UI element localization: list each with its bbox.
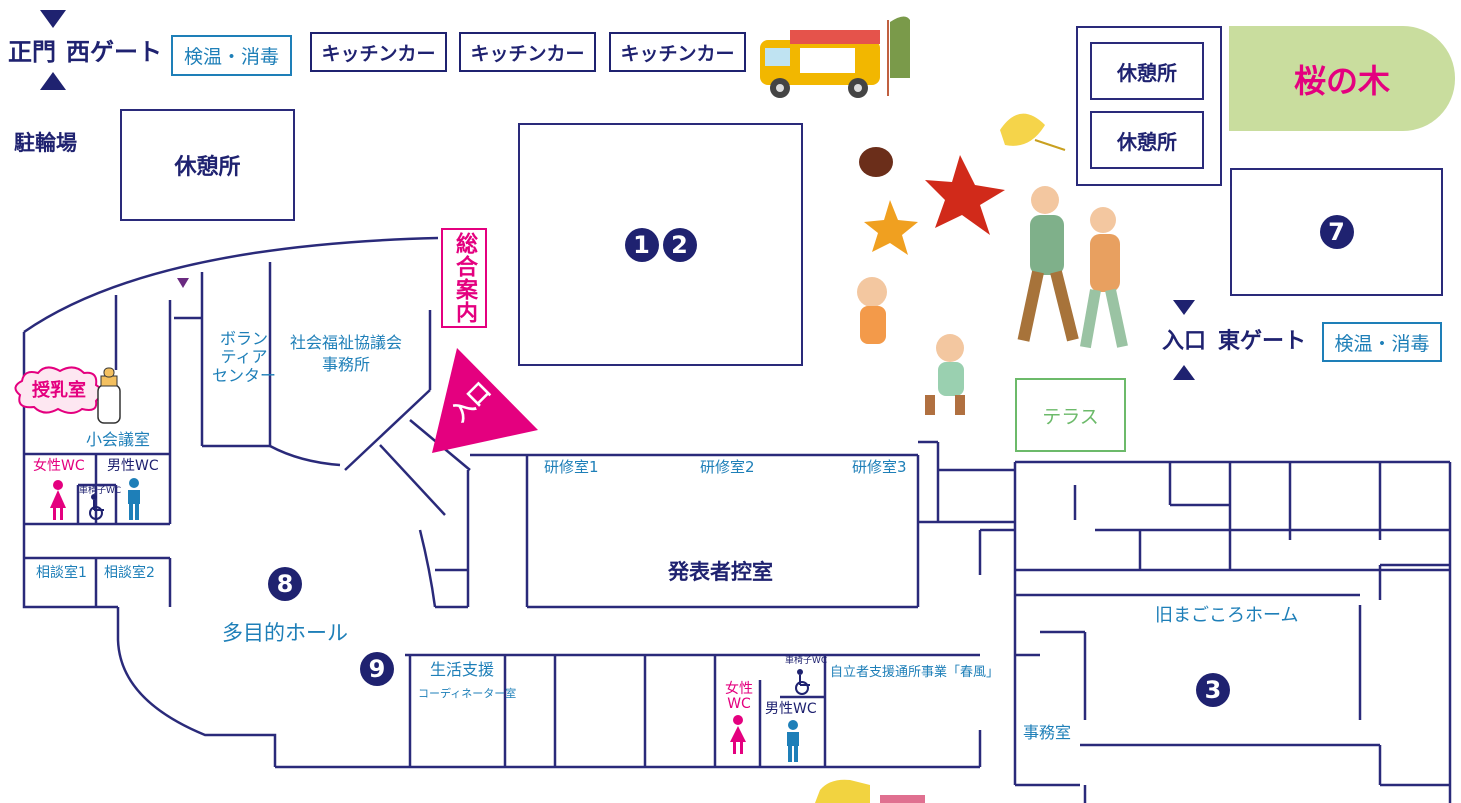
men-wc-2-icon: [787, 720, 799, 762]
temp-check-east: 検温・消毒: [1322, 322, 1442, 362]
marker-2: 2: [662, 227, 697, 262]
coordinator-room-label: コーディネーター室: [418, 687, 517, 700]
presenter-waiting-room: 発表者控室: [668, 560, 773, 584]
nursing-room: 授乳室: [10, 363, 118, 415]
office-room: 事務室: [1023, 723, 1072, 742]
old-magokoro-home: 旧まごころホーム: [1155, 605, 1299, 626]
building-7: 7: [1230, 168, 1443, 296]
entrance-east-label: 入口: [1162, 329, 1207, 354]
women-wc-2-label: 女性 WC: [725, 681, 753, 712]
marker-9: 9: [360, 652, 394, 686]
men-wc-2-label: 男性WC: [765, 701, 817, 717]
men-wc-icon: [128, 478, 140, 520]
terrace: テラス: [1015, 378, 1126, 452]
multipurpose-hall: 多目的ホール: [222, 621, 348, 645]
wheelchair-wc-label: 車椅子WC: [79, 486, 122, 496]
kitchen-car-3: キッチンカー: [609, 32, 746, 72]
men-wc-label: 男性WC: [107, 458, 159, 474]
nursing-cloud-icon: [14, 366, 102, 414]
sakura-tree: 桜の木: [1229, 26, 1455, 131]
training-room-2: 研修室2: [700, 458, 755, 476]
marker-7: 7: [1319, 215, 1354, 249]
building-1-2: 1 2: [518, 123, 803, 366]
training-room-1: 研修室1: [544, 458, 599, 476]
info-desk: 総合案内: [441, 228, 487, 328]
sakura-label: 桜の木: [1293, 61, 1390, 100]
marker-3: 3: [1196, 673, 1230, 707]
life-support-label: 生活支援: [430, 660, 495, 679]
marker-8: 8: [268, 567, 302, 601]
consult-room-1: 相談室1: [36, 565, 87, 581]
kitchen-car-1: キッチンカー: [310, 32, 447, 72]
rest-area-east-1: 休憩所: [1090, 42, 1204, 100]
bicycle-parking-label: 駐輪場: [14, 131, 77, 155]
rest-area-east-2: 休憩所: [1090, 111, 1204, 169]
wheelchair-wc-2-label: 車椅子WC: [785, 656, 828, 666]
small-meeting-room: 小会議室: [86, 430, 151, 449]
consult-room-2: 相談室2: [104, 565, 155, 581]
women-wc-label: 女性WC: [33, 458, 85, 474]
east-gate-label: 東ゲート: [1218, 329, 1307, 354]
social-welfare-office: 社会福祉協議会 事務所: [290, 333, 403, 374]
rest-area-west: 休憩所: [120, 109, 295, 221]
kitchen-car-2: キッチンカー: [459, 32, 596, 72]
women-wc-icon: [50, 480, 66, 520]
west-gate-label: 西ゲート: [66, 38, 162, 66]
temp-check-west: 検温・消毒: [171, 35, 292, 76]
main-gate-label: 正門: [8, 38, 56, 66]
wheelchair-icon: [89, 494, 104, 520]
nursing-room-label: 授乳室: [32, 380, 86, 401]
marker-1: 1: [624, 227, 659, 262]
jiritsu-support-label: 自立者支援通所事業「春風」: [830, 665, 1000, 680]
women-wc-2-icon: [730, 715, 746, 754]
training-room-3: 研修室3: [852, 458, 907, 476]
wheelchair-2-icon: [795, 669, 810, 695]
volunteer-center: ボラン ティア センター: [212, 329, 277, 385]
